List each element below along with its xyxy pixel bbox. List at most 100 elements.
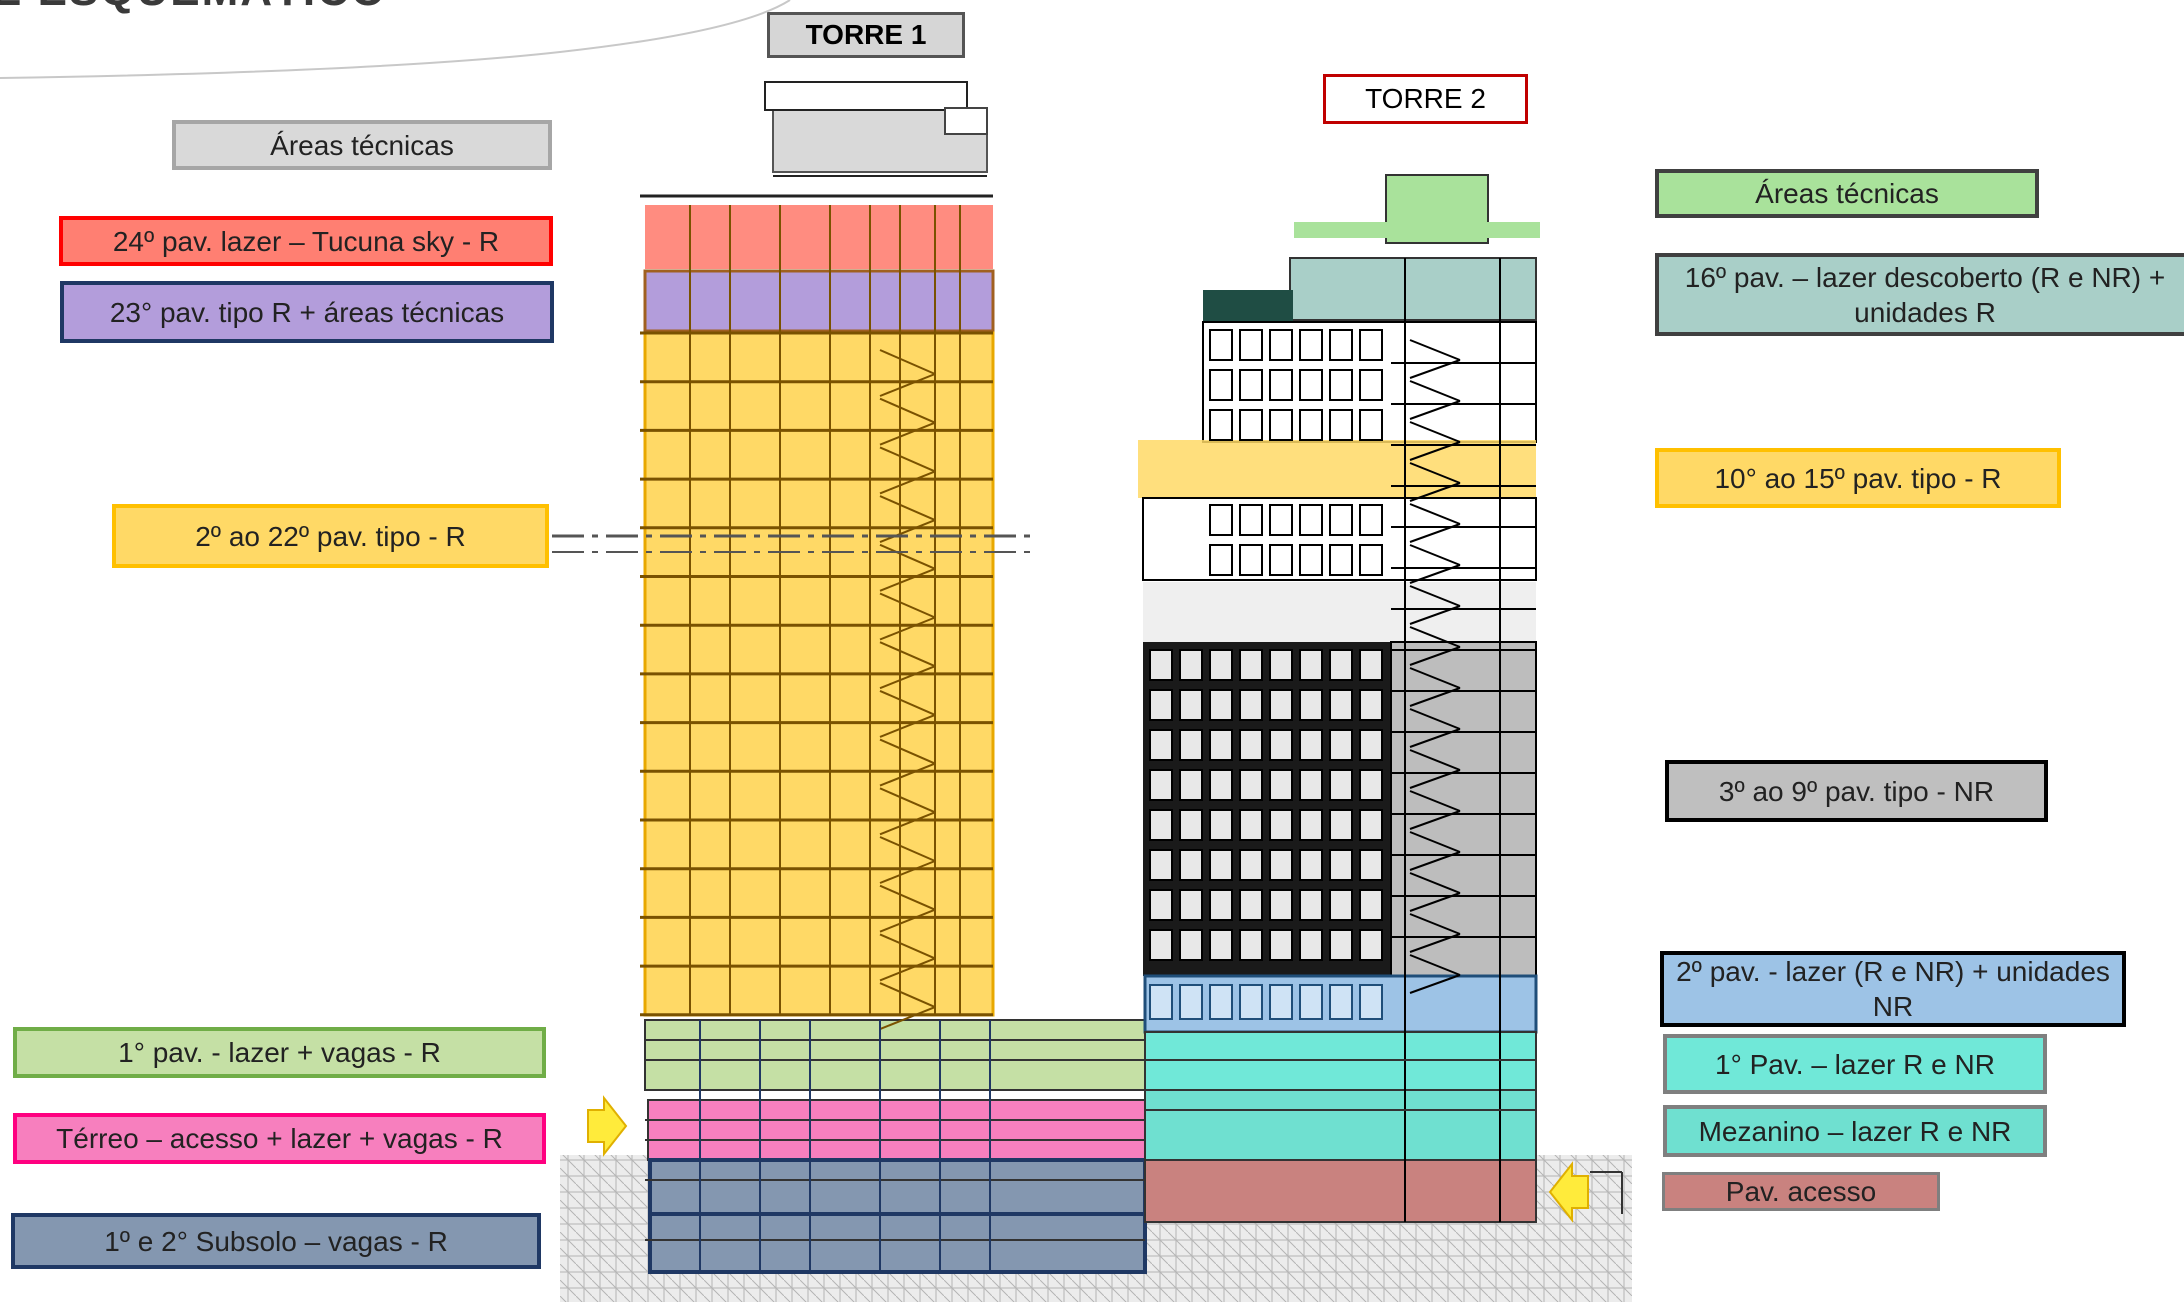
window-mark (1329, 544, 1353, 576)
drawing-line (879, 787, 936, 814)
t2-zone-acesso (1144, 1159, 1537, 1223)
window-mark (1269, 329, 1293, 361)
t1-zone-23 (643, 269, 995, 333)
window-mark (1179, 929, 1203, 961)
drawing-line (879, 519, 936, 544)
drawing-line (1409, 790, 1461, 812)
window-mark (1359, 329, 1383, 361)
window-mark (1299, 504, 1323, 536)
window-mark (1209, 504, 1233, 536)
drawing-line (879, 1006, 936, 1031)
label-t2-2-pav: 2º pav. - lazer (R e NR) + unidades NR (1660, 951, 2126, 1027)
window-mark (1149, 689, 1173, 721)
window-mark (1239, 689, 1263, 721)
drawing-line (879, 567, 936, 592)
window-mark (1209, 729, 1233, 761)
window-mark (1299, 409, 1323, 441)
decorative-curve (0, 0, 791, 79)
window-mark (1329, 504, 1353, 536)
window-mark (1299, 649, 1323, 681)
window-mark (1209, 329, 1233, 361)
window-mark (1269, 689, 1293, 721)
window-mark (1359, 504, 1383, 536)
drawing-line (879, 373, 936, 397)
drawing-line (1409, 380, 1461, 402)
window-mark (1209, 889, 1233, 921)
window-mark (1239, 984, 1263, 1020)
drawing-line (1409, 749, 1461, 771)
window-mark (1269, 369, 1293, 401)
window-mark (1239, 544, 1263, 576)
drawing-line (879, 884, 936, 911)
window-mark (1359, 544, 1383, 576)
drawing-line (879, 616, 936, 641)
window-mark (1149, 809, 1173, 841)
drawing-line (1409, 462, 1461, 484)
window-mark (1269, 849, 1293, 881)
window-mark (1239, 409, 1263, 441)
window-mark (1239, 649, 1263, 681)
label-t1-23-pav: 23° pav. tipo R + áreas técnicas (60, 281, 554, 343)
window-mark (1329, 729, 1353, 761)
drawing-line (879, 811, 936, 836)
label-t1-areas-tecnicas: Áreas técnicas (172, 120, 552, 170)
t2-zone-tecnica-strip (1294, 222, 1540, 238)
drawing-line (1409, 339, 1461, 361)
window-mark (1359, 689, 1383, 721)
window-mark (1239, 504, 1263, 536)
window-mark (1329, 984, 1353, 1020)
drawing-line (879, 762, 936, 787)
window-mark (1269, 984, 1293, 1020)
window-mark (1239, 889, 1263, 921)
window-mark (1179, 809, 1203, 841)
label-t1-2-22-pav: 2º ao 22º pav. tipo - R (112, 504, 549, 568)
window-mark (1209, 849, 1233, 881)
drawing-line (1409, 544, 1461, 566)
window-mark (1299, 929, 1323, 961)
drawing-line (1409, 400, 1461, 420)
t1-zone-24 (645, 205, 993, 269)
window-mark (1299, 689, 1323, 721)
window-mark (1239, 329, 1263, 361)
window-mark (1149, 649, 1173, 681)
drawing-line (1409, 872, 1461, 894)
window-mark (1359, 984, 1383, 1020)
label-t1-subsolo: 1º e 2° Subsolo – vagas - R (11, 1213, 541, 1269)
window-mark (1269, 769, 1293, 801)
window-mark (1299, 849, 1323, 881)
window-mark (1149, 929, 1173, 961)
window-mark (1299, 984, 1323, 1020)
window-mark (1179, 889, 1203, 921)
window-mark (1359, 729, 1383, 761)
window-mark (1269, 809, 1293, 841)
t2-zone-mezanino (1144, 1089, 1537, 1161)
window-mark (1179, 769, 1203, 801)
window-mark (1179, 984, 1203, 1020)
label-t2-areas-tecnicas: Áreas técnicas (1655, 169, 2039, 218)
label-t2-acesso: Pav. acesso (1662, 1172, 1940, 1211)
window-mark (1239, 769, 1263, 801)
window-mark (1209, 544, 1233, 576)
window-mark (1359, 409, 1383, 441)
drawing-line (879, 933, 936, 960)
window-mark (1359, 769, 1383, 801)
drawing-line (1409, 523, 1461, 543)
window-mark (1179, 689, 1203, 721)
window-mark (1329, 769, 1353, 801)
window-mark (1209, 929, 1233, 961)
tower-2-tag: TORRE 2 (1323, 74, 1528, 124)
label-t2-16-pav: 16º pav. – lazer descoberto (R e NR) + u… (1655, 253, 2184, 336)
drawing-line (1409, 626, 1461, 648)
window-mark (1239, 849, 1263, 881)
drawing-line (879, 349, 936, 375)
label-t2-1-pav: 1° Pav. – lazer R e NR (1663, 1034, 2047, 1094)
window-mark (1149, 849, 1173, 881)
window-mark (1329, 929, 1353, 961)
window-mark (1269, 729, 1293, 761)
drawing-line (1409, 605, 1461, 625)
label-t1-1-pav: 1° pav. - lazer + vagas - R (13, 1027, 546, 1078)
drawing-line (1409, 974, 1461, 994)
drawing-line (1409, 687, 1461, 707)
drawing-line (1409, 810, 1461, 830)
drawing-line (1409, 482, 1461, 502)
